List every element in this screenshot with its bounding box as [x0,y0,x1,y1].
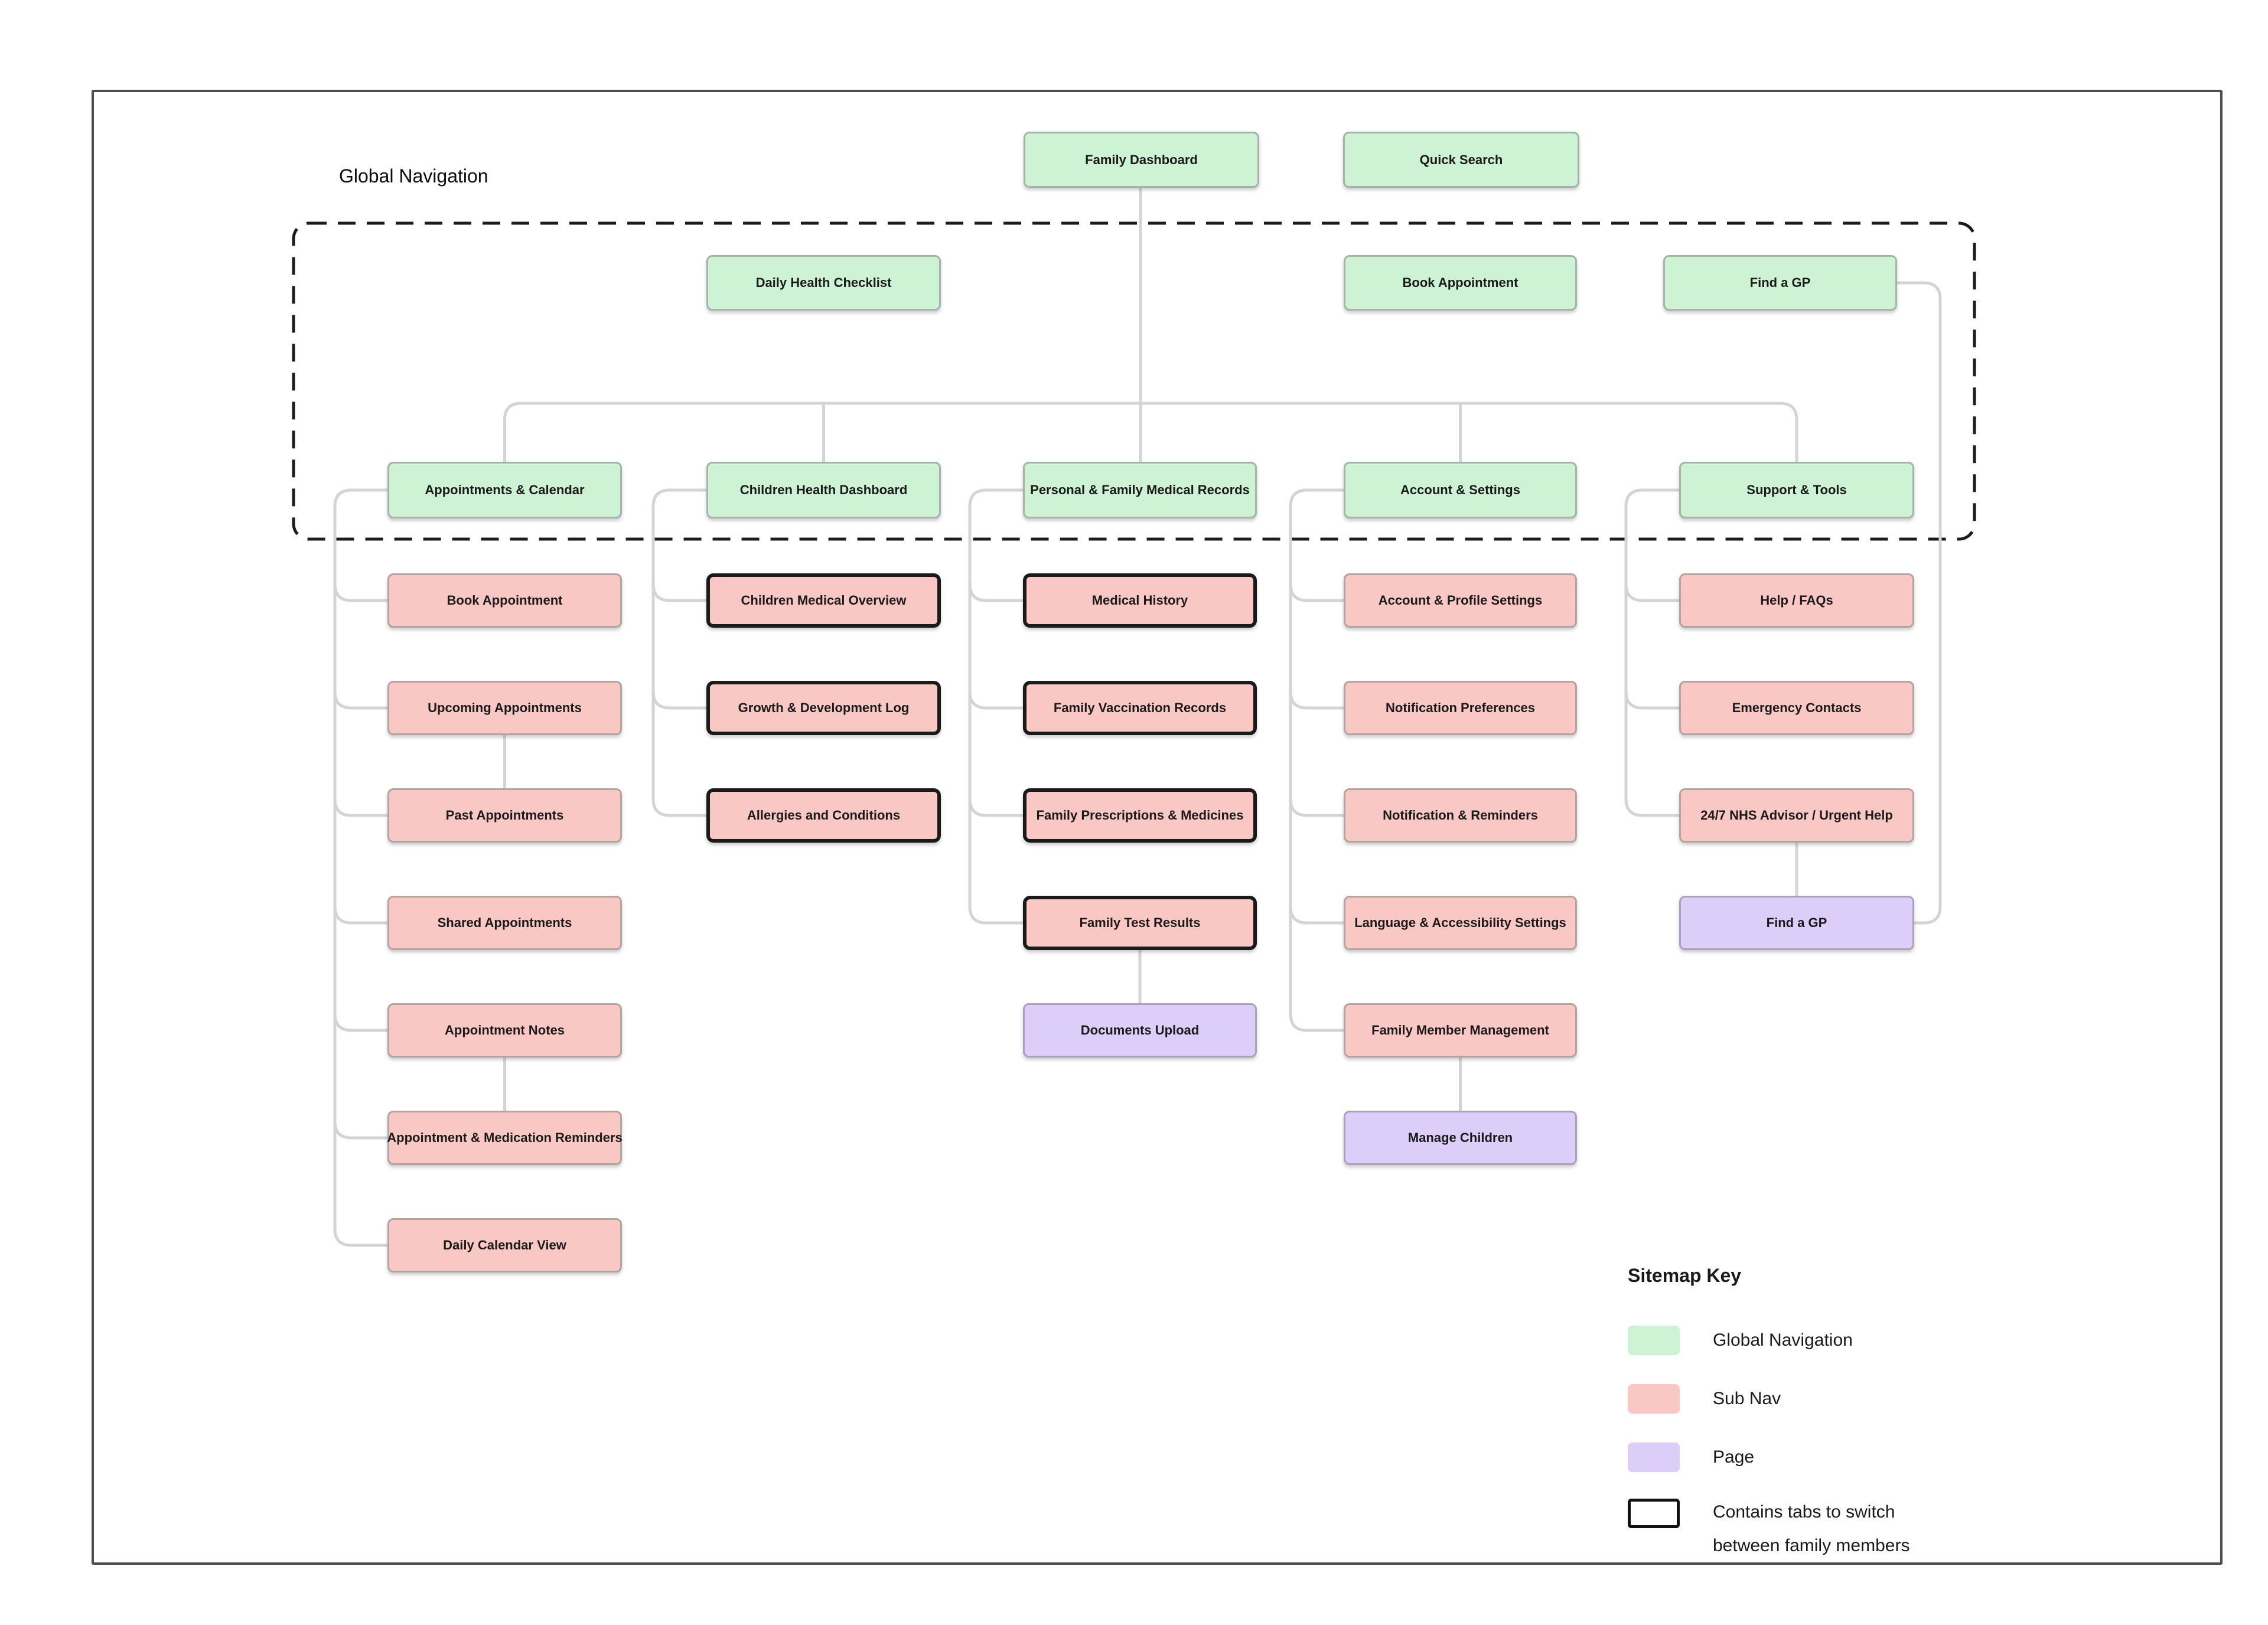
node-children-medical-overview[interactable]: Children Medical Overview [706,573,941,628]
node-past-appointments[interactable]: Past Appointments [387,788,622,843]
node-notification-preferences[interactable]: Notification Preferences [1344,681,1577,735]
node-account-profile-settings[interactable]: Account & Profile Settings [1344,573,1577,628]
node-growth-development-log[interactable]: Growth & Development Log [706,681,941,735]
connector-lines [333,188,1942,1247]
legend-label-page: Page [1713,1447,1755,1467]
node-daily-calendar-view[interactable]: Daily Calendar View [387,1218,622,1272]
node-manage-children[interactable]: Manage Children [1344,1111,1577,1165]
node-family-prescriptions-medicines[interactable]: Family Prescriptions & Medicines [1023,788,1257,843]
legend-label-tabs: Contains tabs to switch between family m… [1713,1502,1910,1555]
legend-title: Sitemap Key [1628,1265,1742,1286]
node-upcoming-appointments[interactable]: Upcoming Appointments [387,681,622,735]
node-book-appointment-global[interactable]: Book Appointment [1344,255,1577,311]
node-family-vaccination-records[interactable]: Family Vaccination Records [1023,681,1257,735]
legend-label-global-navigation: Global Navigation [1713,1330,1853,1350]
node-help-faqs[interactable]: Help / FAQs [1679,573,1914,628]
node-allergies-and-conditions[interactable]: Allergies and Conditions [706,788,941,843]
global-navigation-boundary [292,221,1976,541]
node-personal-family-medical-records[interactable]: Personal & Family Medical Records [1023,462,1257,518]
node-family-member-management[interactable]: Family Member Management [1344,1003,1577,1058]
node-language-accessibility-settings[interactable]: Language & Accessibility Settings [1344,896,1577,950]
legend-label-sub-nav: Sub Nav [1713,1389,1781,1408]
legend-swatch-tabs [1628,1499,1680,1528]
node-emergency-contacts[interactable]: Emergency Contacts [1679,681,1914,735]
node-daily-health-checklist[interactable]: Daily Health Checklist [706,255,941,311]
node-find-a-gp-global[interactable]: Find a GP [1663,255,1897,311]
node-appointments-calendar[interactable]: Appointments & Calendar [387,462,622,518]
node-children-health-dashboard[interactable]: Children Health Dashboard [706,462,941,518]
node-book-appointment-sub[interactable]: Book Appointment [387,573,622,628]
node-nhs-advisor-urgent-help[interactable]: 24/7 NHS Advisor / Urgent Help [1679,788,1914,843]
node-shared-appointments[interactable]: Shared Appointments [387,896,622,950]
node-documents-upload[interactable]: Documents Upload [1023,1003,1257,1058]
node-support-tools[interactable]: Support & Tools [1679,462,1914,518]
node-appointment-medication-reminders[interactable]: Appointment & Medication Reminders [387,1111,623,1165]
legend-swatch-global-navigation [1628,1326,1680,1355]
legend-swatch-page [1628,1443,1680,1472]
node-medical-history[interactable]: Medical History [1023,573,1257,628]
node-family-dashboard[interactable]: Family Dashboard [1024,132,1259,188]
node-family-test-results[interactable]: Family Test Results [1023,896,1257,950]
node-account-settings[interactable]: Account & Settings [1344,462,1577,518]
global-navigation-label: Global Navigation [339,165,488,187]
node-quick-search[interactable]: Quick Search [1343,132,1579,188]
node-find-a-gp-page[interactable]: Find a GP [1679,896,1914,950]
node-appointment-notes[interactable]: Appointment Notes [387,1003,622,1058]
legend-swatch-sub-nav [1628,1384,1680,1414]
node-notification-reminders[interactable]: Notification & Reminders [1344,788,1577,843]
